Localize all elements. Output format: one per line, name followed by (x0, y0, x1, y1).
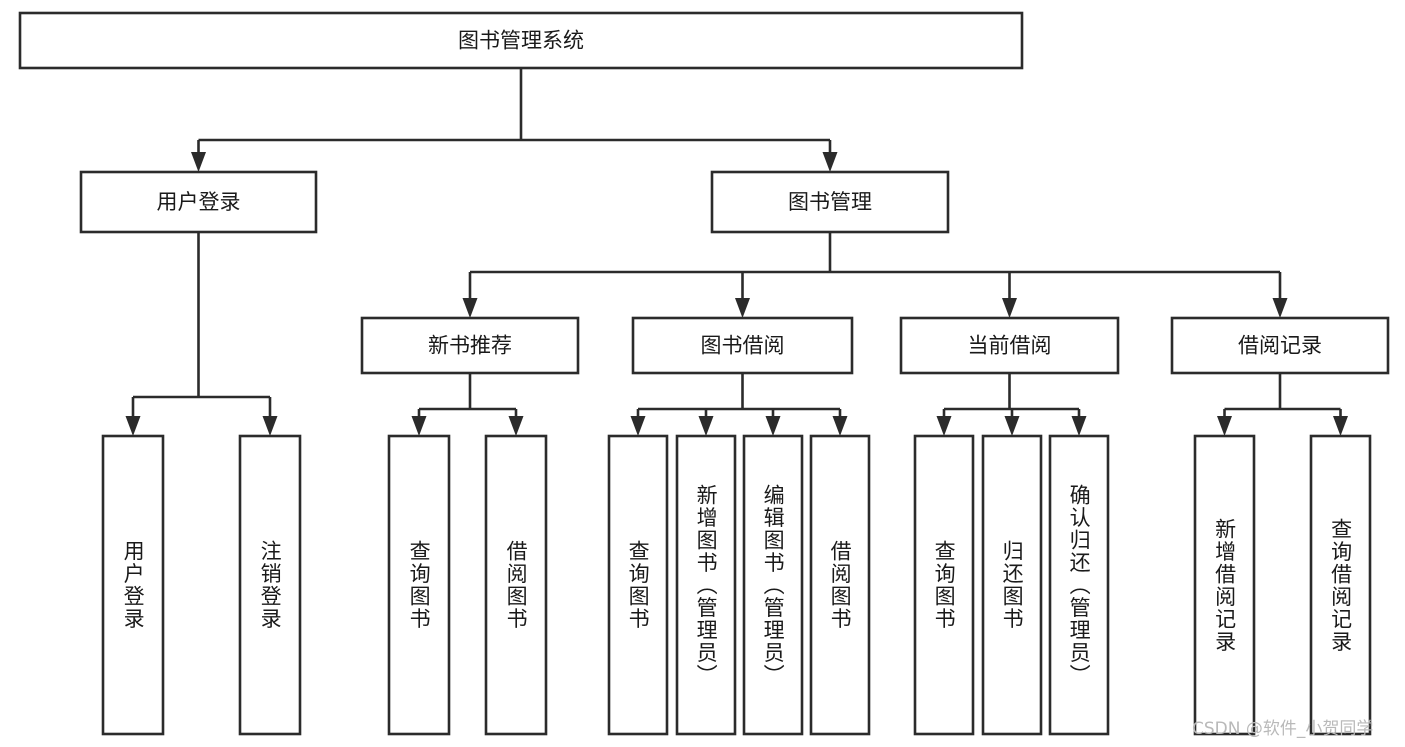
node-当前借阅-label: 当前借阅 (968, 334, 1052, 358)
node-借阅记录-label: 借阅记录 (1238, 334, 1322, 358)
node-图书管理-box[interactable] (710, 170, 950, 234)
boxes-layer (18, 11, 1390, 736)
arrow-head-icon-leaf-10 (1071, 416, 1087, 436)
arrow-head-icon-leaf-4 (630, 416, 646, 436)
leaf-10-box[interactable] (1048, 434, 1110, 736)
arrow-head-icon-leaf-7 (832, 416, 848, 436)
leaf-0-box[interactable] (101, 434, 165, 736)
arrow-head-icon-level2-0 (191, 152, 206, 172)
node-用户登录-label: 用户登录 (157, 190, 241, 214)
leaf-1-box[interactable] (238, 434, 302, 736)
node-图书借阅-box[interactable] (631, 316, 854, 375)
node-图书管理-label: 图书管理 (788, 190, 872, 214)
arrow-head-icon-level3-0 (462, 298, 478, 318)
leaf-11-box[interactable] (1193, 434, 1256, 736)
leaf-5-box[interactable] (675, 434, 737, 736)
arrow-head-icon-level3-1 (735, 298, 750, 318)
node-图书管理系统-box[interactable] (18, 11, 1024, 70)
leaf-9-box[interactable] (981, 434, 1043, 736)
arrow-head-icon-level3-3 (1272, 298, 1288, 318)
arrow-head-icon-leaf-6 (765, 416, 781, 436)
node-新书推荐-label: 新书推荐 (428, 334, 512, 358)
leaf-6-box[interactable] (742, 434, 804, 736)
leaf-7-box[interactable] (809, 434, 871, 736)
arrow-head-icon-leaf-0 (125, 416, 141, 436)
arrow-head-icon-leaf-3 (508, 416, 524, 436)
leaf-12-box[interactable] (1309, 434, 1372, 736)
arrow-head-icon-leaf-1 (262, 416, 278, 436)
arrow-head-icon-leaf-9 (1004, 416, 1020, 436)
leaf-4-box[interactable] (607, 434, 669, 736)
arrow-head-icon-level2-1 (822, 152, 838, 172)
node-借阅记录-box[interactable] (1170, 316, 1390, 375)
csdn-watermark: CSDN @软件_小贺同学 (1192, 719, 1374, 739)
connectors-layer (125, 68, 1348, 436)
node-用户登录-box[interactable] (79, 170, 318, 234)
arrow-head-icon-level3-2 (1002, 298, 1017, 318)
arrow-head-icon-leaf-11 (1217, 416, 1232, 436)
node-新书推荐-box[interactable] (360, 316, 580, 375)
arrow-head-icon-leaf-2 (411, 416, 427, 436)
leaf-3-box[interactable] (484, 434, 548, 736)
arrow-head-icon-leaf-8 (936, 416, 952, 436)
leaf-2-box[interactable] (387, 434, 451, 736)
arrow-head-icon-leaf-5 (698, 416, 714, 436)
node-图书借阅-label: 图书借阅 (701, 334, 785, 358)
node-当前借阅-box[interactable] (899, 316, 1120, 375)
leaf-8-box[interactable] (913, 434, 975, 736)
arrow-head-icon-leaf-12 (1333, 416, 1348, 436)
root-label: 图书管理系统 (458, 29, 584, 53)
